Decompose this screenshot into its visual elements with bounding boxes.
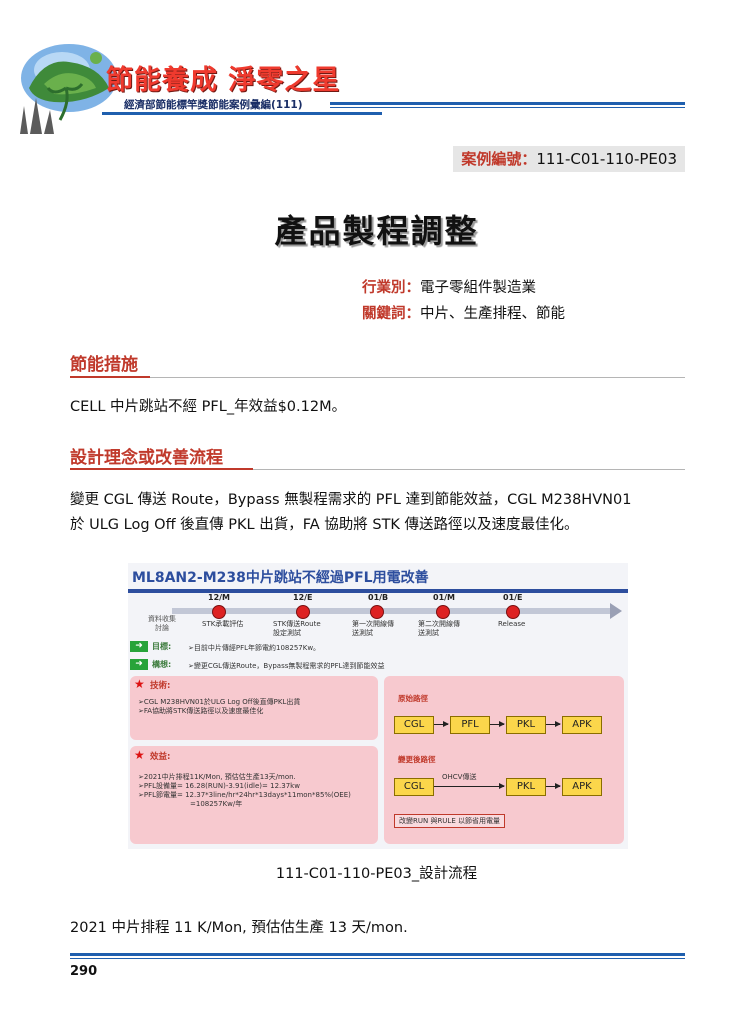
side-label-1: 資料收集 <box>148 615 176 623</box>
case-number: 111-C01-110-PE03 <box>536 150 677 168</box>
flow-box-apk: APK <box>562 778 602 796</box>
timeline-date: 12/M <box>208 593 231 602</box>
flow-box-pfl: PFL <box>450 716 490 734</box>
benefit-line: ➢PFL設備量= 16.28(RUN)-3.91(idle)= 12.37kw <box>138 782 300 790</box>
timeline-milestone <box>436 605 450 619</box>
timeline-milestone <box>506 605 520 619</box>
timeline-milestone <box>212 605 226 619</box>
flow-box-apk: APK <box>562 716 602 734</box>
benefit-label: 效益: <box>150 752 171 762</box>
arrow-right-icon: ➜ <box>130 659 148 670</box>
measures-text: CELL 中片跳站不經 PFL_年效益$0.12M。 <box>70 399 347 415</box>
timeline-date: 01/E <box>503 593 523 602</box>
island-globe-icon <box>20 44 117 134</box>
case-label: 案例編號： <box>461 150 537 168</box>
footer-rule <box>70 953 685 956</box>
timeline-side-label: 資料收集 討論 <box>148 615 176 633</box>
flow-box-pkl: PKL <box>506 778 546 796</box>
side-label-2: 討論 <box>155 624 169 632</box>
figure-caption: 111-C01-110-PE03_設計流程 <box>275 866 478 882</box>
flow-box-cgl: CGL <box>394 778 434 796</box>
flow-box-pkl: PKL <box>506 716 546 734</box>
timeline-desc: STK承載評估 <box>202 620 244 628</box>
page-title: 產品製程調整 <box>274 212 479 250</box>
flow-note: 改變RUN 與RULE 以節省用電量 <box>394 814 505 828</box>
keywords-row: 關鍵詞：中片、生產排程、節能 <box>362 302 565 323</box>
flow-arrow <box>546 721 561 727</box>
logo: 節能養成 淨零之星 經濟部節能標竿獎節能案例彙編(111) <box>14 18 382 136</box>
industry-row: 行業別：電子零組件製造業 <box>362 276 536 297</box>
timeline-date: 01/B <box>368 593 389 602</box>
logo-subtitle: 經濟部節能標竿獎節能案例彙編(111) <box>124 99 303 111</box>
header-rule-thin <box>330 107 685 108</box>
case-number-box: 案例編號：111-C01-110-PE03 <box>453 146 685 172</box>
keywords-label: 關鍵詞： <box>362 306 420 322</box>
flow-arrow <box>490 721 505 727</box>
page-number: 290 <box>70 964 98 979</box>
section-underline <box>70 376 150 378</box>
timeline-milestone <box>296 605 310 619</box>
benefit-panel: ★ 效益: ➢2021中片排程11K/Mon, 預估估生產13天/mon. ➢P… <box>130 746 378 844</box>
strategy-label: 構想: <box>152 660 172 669</box>
tech-line: ➢FA協助將STK傳送路徑以及速度最佳化 <box>138 707 264 715</box>
flow-arrow <box>434 783 505 789</box>
goal-label: 目標: <box>152 642 172 651</box>
design-text-line1: 變更 CGL 傳送 Route，Bypass 無製程需求的 PFL 達到節能效益… <box>70 492 632 508</box>
industry-label: 行業別： <box>362 280 420 296</box>
timeline-desc: 第一次開線傳送測試 <box>352 620 394 637</box>
header-rule <box>330 102 685 105</box>
benefit-line: ➢PFL節電量= 12.37*3line/hr*24hr*13days*11mo… <box>138 791 351 799</box>
section-divider <box>70 469 685 470</box>
keywords-value: 中片、生產排程、節能 <box>420 306 565 322</box>
benefit-line: =108257Kw/年 <box>190 800 243 808</box>
tech-label: 技術: <box>150 681 171 691</box>
timeline-desc: Release <box>498 620 526 628</box>
timeline-desc: 第二次開線傳送測試 <box>418 620 460 637</box>
tech-line: ➢CGL M238HVN01於ULG Log Off後直傳PKL出貨 <box>138 698 301 706</box>
footer-rule-thin <box>70 958 685 959</box>
flow-panel: 原始路徑 CGL PFL PKL APK 變更後路徑 CGL OHCV傳送 PK… <box>384 676 624 844</box>
timeline-date: 12/E <box>293 593 313 602</box>
figure-title-band <box>128 589 628 593</box>
timeline-arrowhead <box>610 603 622 619</box>
benefit-line: ➢2021中片排程11K/Mon, 預估估生產13天/mon. <box>138 773 296 781</box>
orig-path-label: 原始路徑 <box>398 694 428 703</box>
figure-title: ML8AN2-M238中片跳站不經過PFL用電改善 <box>132 570 429 586</box>
timeline-date: 01/M <box>433 593 456 602</box>
arrow-right-icon: ➜ <box>130 641 148 652</box>
logo-underline <box>102 112 382 115</box>
section-heading-measures: 節能措施 <box>70 355 138 375</box>
flow-arrow <box>546 783 561 789</box>
tech-panel: ★ 技術: ➢CGL M238HVN01於ULG Log Off後直傳PKL出貨… <box>130 676 378 740</box>
strategy-text: ➢變更CGL傳送Route，Bypass無製程需求的PFL達到節能效益 <box>188 662 385 670</box>
section-heading-design: 設計理念或改善流程 <box>70 448 223 468</box>
bottom-text: 2021 中片排程 11 K/Mon, 預估估生產 13 天/mon. <box>70 920 408 936</box>
star-icon: ★ <box>134 748 145 762</box>
logo-title: 節能養成 淨零之星 <box>106 65 341 96</box>
timeline-arrow <box>172 608 612 614</box>
section-underline <box>70 468 253 470</box>
ohcv-label: OHCV傳送 <box>442 773 477 781</box>
flow-box-cgl: CGL <box>394 716 434 734</box>
star-icon: ★ <box>134 677 145 691</box>
section-divider <box>70 377 685 378</box>
new-path-label: 變更後路徑 <box>398 755 436 764</box>
industry-value: 電子零組件製造業 <box>420 280 536 296</box>
flow-arrow <box>434 721 449 727</box>
timeline-milestone <box>370 605 384 619</box>
goal-text: ➢目前中片傳經PFL年節電約108257Kw。 <box>188 644 321 652</box>
design-text-line2: 於 ULG Log Off 後直傳 PKL 出貨，FA 協助將 STK 傳送路徑… <box>70 517 579 533</box>
design-flow-figure: ML8AN2-M238中片跳站不經過PFL用電改善 資料收集 討論 12/M S… <box>128 563 628 849</box>
